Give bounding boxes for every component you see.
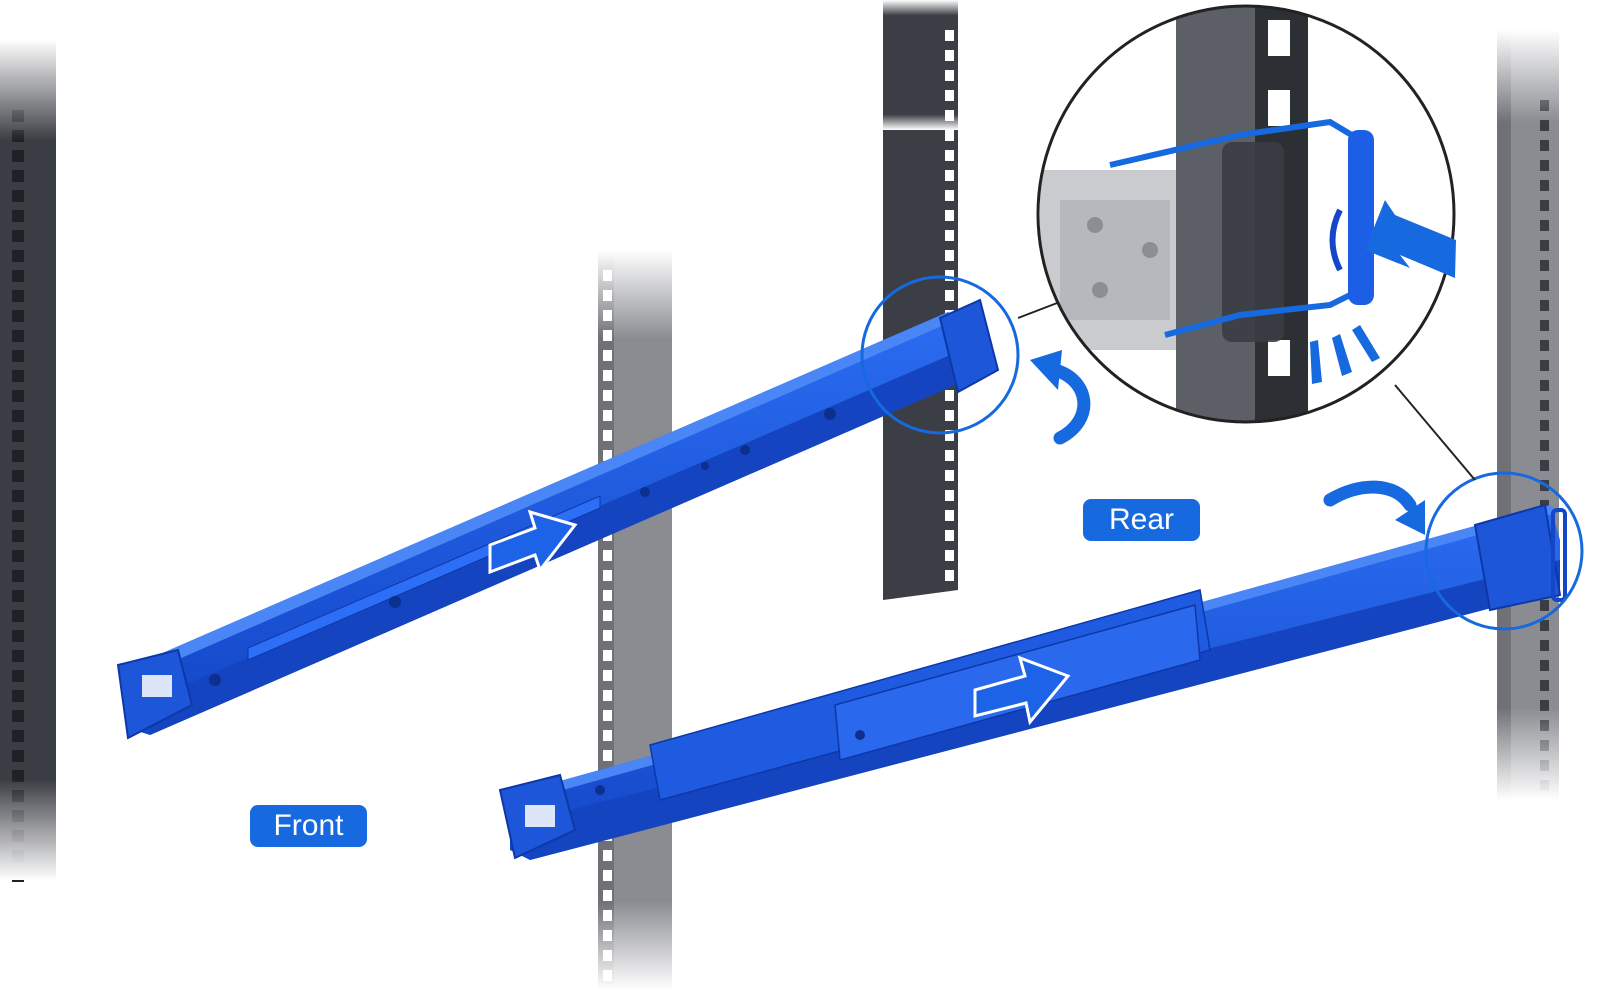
rack-hole xyxy=(945,190,954,201)
rack-hole xyxy=(945,530,954,541)
rear-rack-post-inner xyxy=(883,0,958,600)
rack-hole xyxy=(945,30,954,41)
callout-line xyxy=(1394,384,1476,481)
curved-arrow-icon xyxy=(1323,480,1425,535)
rack-hole xyxy=(945,490,954,501)
rack-hole xyxy=(945,50,954,61)
rack-hole xyxy=(945,410,954,421)
rack-hole xyxy=(945,470,954,481)
rack-hole xyxy=(945,70,954,81)
rear-label: Rear xyxy=(1083,499,1200,541)
rack-hole xyxy=(945,270,954,281)
rack-hole xyxy=(945,430,954,441)
rack-hole xyxy=(945,130,954,141)
rack-hole xyxy=(945,90,954,101)
curved-arrow-icon xyxy=(1030,350,1091,445)
push-arrow-icon xyxy=(973,655,1071,726)
rack-hole xyxy=(945,570,954,581)
rack-hole xyxy=(945,170,954,181)
front-label: Front xyxy=(250,805,367,847)
highlight-circle-upper xyxy=(860,275,1020,435)
rack-hole xyxy=(945,150,954,161)
right-rack-post xyxy=(1497,30,1559,800)
push-arrow-icon xyxy=(488,509,578,575)
rack-hole xyxy=(945,210,954,221)
rack-hole xyxy=(945,230,954,241)
rack-hole xyxy=(945,110,954,121)
rack-hole xyxy=(945,390,954,401)
click-lines-icon xyxy=(1310,325,1380,384)
rack-hole xyxy=(945,510,954,521)
upper-rail xyxy=(116,298,1000,740)
rack-hole xyxy=(945,550,954,561)
rack-hole xyxy=(945,250,954,261)
left-rack-post xyxy=(0,40,56,882)
highlight-circle-lower xyxy=(1424,471,1584,631)
zoom-detail xyxy=(1036,4,1456,424)
rack-hole xyxy=(945,450,954,461)
front-rack-post xyxy=(598,250,672,990)
rack-hole xyxy=(945,290,954,301)
